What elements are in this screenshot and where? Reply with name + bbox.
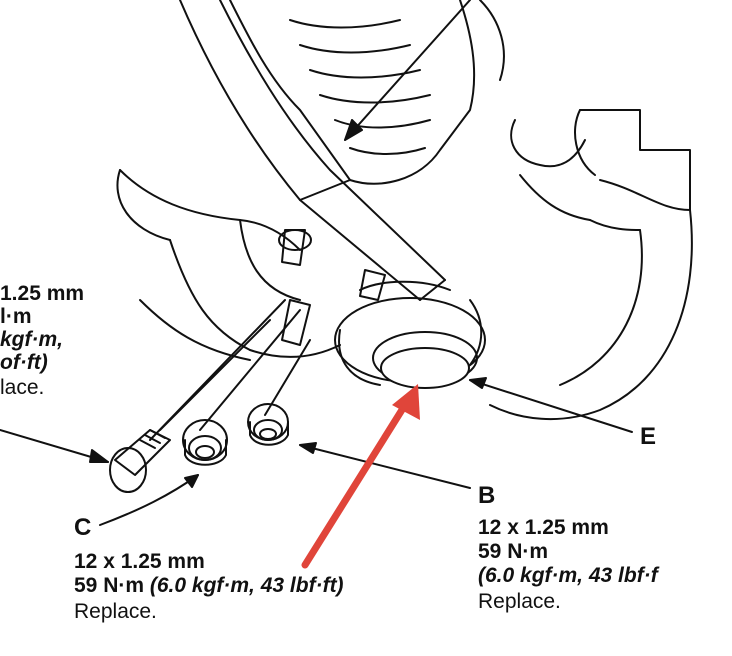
leader-c [99, 474, 199, 526]
lower-control-arm [116, 169, 341, 361]
ball-joint [334, 280, 486, 389]
highlight-arrow [301, 384, 420, 569]
b-size-label: 12 x 1.25 mm [478, 516, 609, 539]
leader-b-head [299, 442, 317, 454]
steering-knuckle [489, 109, 693, 420]
b-replace-label: Replace. [478, 590, 561, 613]
c-torque-label: 59 N·m [74, 574, 145, 597]
c-torque-line: 59 N·m (6.0 kgf·m, 43 lbf·ft) [74, 574, 344, 597]
left-torque-alt-label: kgf·m, [0, 328, 63, 351]
b-torque-alt-label: (6.0 kgf·m, 43 lbf·f [478, 564, 658, 587]
leader-b [299, 444, 471, 489]
shaft-arrow [344, 0, 471, 141]
c-replace-label: Replace. [74, 600, 157, 623]
drive-shaft-boot [229, 0, 505, 185]
left-size-label: 1.25 mm [0, 282, 85, 305]
leader-c-head [184, 474, 199, 488]
flange-bolt [109, 429, 171, 493]
leader-left-head [89, 449, 109, 463]
c-torque-alt-label: (6.0 kgf·m, 43 lbf·ft) [149, 574, 344, 597]
left-torque-label: l·m [0, 305, 32, 328]
callout-c: C [74, 514, 92, 541]
left-torque-alt2-label: of·ft) [0, 351, 48, 374]
c-size-label: 12 x 1.25 mm [74, 550, 205, 573]
leader-e-head [469, 377, 487, 389]
callout-e: E [640, 423, 657, 450]
leader-e [469, 379, 633, 433]
bolt-guide-lines [149, 299, 311, 441]
callout-b: B [478, 482, 496, 509]
flange-nut-c [182, 419, 228, 466]
lower-arm-shaft [179, 0, 446, 301]
left-replace-label: lace. [0, 376, 45, 399]
flange-nut-b [247, 403, 289, 446]
b-torque-label: 59 N·m [478, 540, 549, 563]
stud-bolts [278, 229, 386, 346]
